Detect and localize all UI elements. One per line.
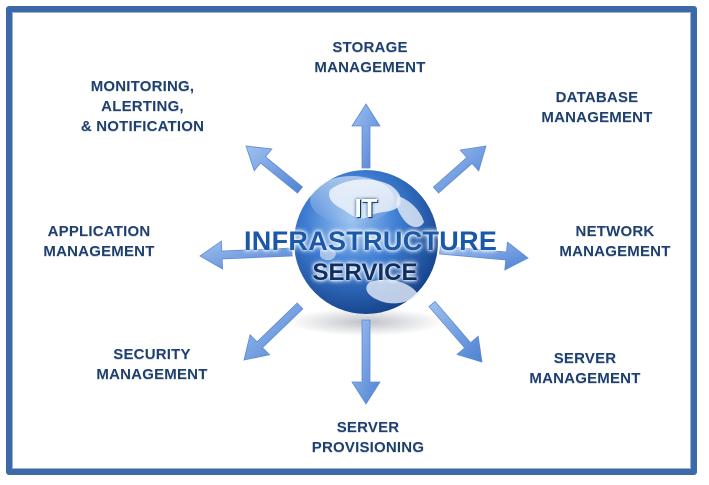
globe-icon bbox=[294, 170, 438, 314]
center-title-it: IT bbox=[354, 193, 378, 223]
arrow-upleft-monitoring-icon bbox=[245, 145, 304, 194]
node-monitoring-alerting-notification: MONITORING, ALERTING, & NOTIFICATION bbox=[80, 78, 205, 135]
arrow-down-provisioning-icon bbox=[351, 319, 381, 405]
arrow-left-application-icon bbox=[199, 240, 293, 270]
center-title-service: SERVICE bbox=[312, 259, 418, 286]
node-server-provisioning: SERVER PROVISIONING bbox=[311, 419, 425, 456]
node-server-management: SERVER MANAGEMENT bbox=[529, 350, 641, 387]
arrow-up-storage-icon bbox=[351, 103, 381, 169]
node-storage-management: STORAGE MANAGEMENT bbox=[314, 39, 426, 76]
node-application-management: APPLICATION MANAGEMENT bbox=[43, 223, 155, 260]
node-security-management: SECURITY MANAGEMENT bbox=[96, 346, 208, 383]
arrow-upright-database-icon bbox=[432, 145, 487, 194]
arrow-downright-server-icon bbox=[428, 300, 483, 363]
arrows-group bbox=[199, 103, 529, 405]
node-database-management: DATABASE MANAGEMENT bbox=[541, 89, 653, 126]
center-title-infrastructure: INFRASTRUCTURE bbox=[244, 226, 498, 256]
node-network-management: NETWORK MANAGEMENT bbox=[559, 223, 671, 260]
arrow-downleft-security-icon bbox=[243, 302, 304, 361]
arrow-right-network-icon bbox=[439, 241, 529, 271]
